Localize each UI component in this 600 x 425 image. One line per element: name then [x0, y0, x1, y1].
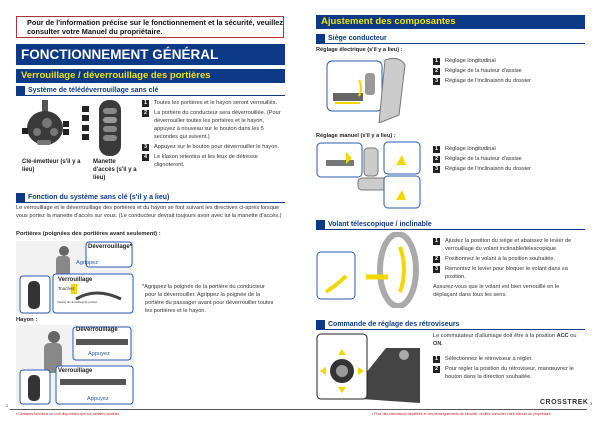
- doors-touch-label: Touchez: [58, 286, 75, 291]
- list-item: Pour régler la position du rétroviseur, …: [445, 366, 574, 380]
- hatch-press-label: Appuyez: [88, 351, 110, 357]
- steering-wheel-list: 1 Ajustez la position du siège et abaisse…: [433, 237, 585, 283]
- list-item: Réglage longitudinal: [445, 146, 496, 152]
- hatch-illustration: [16, 325, 134, 405]
- section-title-locking: Verrouillage / déverrouillage des portiè…: [16, 69, 285, 83]
- hatch-unlock-label: Déverrouillage: [76, 327, 118, 333]
- list-item: Positionnez le volant à la position souh…: [445, 256, 556, 262]
- access-fob-illustration: [82, 98, 127, 158]
- keyless-paragraph: Le verrouillage et le déverrouillage des…: [16, 205, 282, 219]
- mirror-intro-text: Le commutateur d'allumage doit être à la…: [433, 333, 556, 339]
- subheading-driver-seat: Siège conducteur: [316, 34, 585, 44]
- steering-wheel-illustration: [316, 232, 422, 308]
- list-item: Réglage de l'inclinaison du dossier: [445, 78, 531, 84]
- subheading-steering-wheel: Volant télescopique / inclinable: [316, 220, 585, 230]
- on-label: ON: [433, 341, 442, 347]
- step-number-1: 1: [142, 100, 149, 107]
- footer-divider-left: [10, 409, 300, 410]
- mirror-control-illustration: [316, 333, 422, 403]
- or-label: ou: [570, 333, 577, 339]
- disclaimer-right: • Pour des instructions détaillées et de…: [372, 412, 552, 416]
- acc-label: ACC: [556, 333, 569, 339]
- list-item: Ajustez la position du siège et abaissez…: [445, 238, 572, 252]
- list-item: Le klaxon retentira et les feux de détre…: [154, 154, 258, 168]
- disclaimer-left: • Certaines fonctions ne sont disponible…: [16, 412, 121, 416]
- key-fob-illustration: [22, 100, 72, 155]
- access-fob-label: Manette d'accès (s'il y a lieu): [93, 159, 137, 181]
- manual-seat-heading: Réglage manuel (s'il y a lieu) :: [316, 133, 396, 139]
- doors-unlock-label: Déverrouillage*: [88, 244, 133, 250]
- list-item: Appuyez sur le bouton pour déverrouiller…: [154, 144, 280, 150]
- subheading-mirror-control: Commande de réglage des rétroviseurs: [316, 320, 585, 330]
- step-number-1: 1: [433, 146, 440, 153]
- page-number-left: 2: [6, 403, 9, 408]
- page-number-right: 3: [590, 401, 593, 406]
- power-seat-illustration: [325, 55, 413, 123]
- mirror-list: 1 Sélectionnez le rétroviseur à régler. 2…: [433, 355, 583, 383]
- step-number-2: 2: [433, 256, 440, 263]
- hatch-lock-label: Verrouillage: [58, 368, 93, 374]
- step-number-1: 1: [433, 356, 440, 363]
- step-number-3: 3: [433, 266, 440, 273]
- doors-heading: Portières (poignées des portières avant …: [16, 231, 161, 237]
- list-item: Réglage longitudinal: [445, 58, 496, 64]
- remote-instructions-list: 1 Toutes les portières et le hayon seront…: [142, 99, 285, 171]
- owner-manual-notice: Pour de l'information précise sur le fon…: [16, 16, 284, 38]
- page-title: FONCTIONNEMENT GÉNÉRAL: [16, 44, 285, 65]
- key-transmitter-label: Clé-émetteur (s'il y a lieu): [22, 159, 81, 173]
- doors-grip-label: Agrippez: [76, 260, 99, 266]
- mirror-intro: Le commutateur d'allumage doit être à la…: [433, 333, 577, 347]
- list-item: Réglage de l'inclinaison du dossier: [445, 166, 531, 172]
- power-seat-list: 1 Réglage longitudinal 2 Réglage de la hau…: [433, 57, 583, 87]
- step-number-2: 2: [433, 366, 440, 373]
- list-item: Sélectionnez le rétroviseur à régler.: [445, 356, 533, 362]
- step-number-2: 2: [142, 110, 149, 117]
- power-seat-heading: Réglage électrique (s'il y a lieu) :: [316, 47, 403, 53]
- manual-seat-illustration: [316, 140, 422, 209]
- step-number-2: 2: [433, 156, 440, 163]
- step-number-3: 3: [433, 78, 440, 85]
- step-number-2: 2: [433, 68, 440, 75]
- manual-seat-list: 1 Réglage longitudinal 2 Réglage de la hau…: [433, 145, 583, 175]
- step-number-1: 1: [433, 238, 440, 245]
- list-item: Réglage de la hauteur d'assise: [445, 156, 522, 162]
- list-item: Toutes les portières et le hayon seront …: [154, 100, 278, 106]
- doors-footnote: *Agrippez la poignée de la portière du c…: [142, 284, 274, 314]
- hatch-heading: Hayon :: [16, 317, 38, 323]
- hatch-press2-label: Appuyez: [87, 396, 109, 402]
- footer-divider-right: [300, 409, 587, 410]
- doors-lock-label: Verrouillage: [58, 277, 93, 283]
- list-item: Remontez le levier pour bloquer le volan…: [445, 266, 568, 280]
- step-number-4: 4: [142, 154, 149, 161]
- step-number-3: 3: [142, 144, 149, 151]
- section-title-adjustments: Ajustement des composantes: [316, 15, 585, 29]
- subheading-keyless-function: Fonction du système sans clé (s'il y a l…: [16, 193, 285, 203]
- step-number-3: 3: [433, 166, 440, 173]
- door-handle-illustration: [16, 241, 134, 314]
- list-item: Réglage de la hauteur d'assise: [445, 68, 522, 74]
- list-item: La portière du conducteur sera déverroui…: [154, 110, 281, 140]
- door-sensor-label: Capteur de verrouillage de portière: [57, 301, 98, 304]
- brand-logo: CROSSTREK: [540, 399, 589, 406]
- step-number-1: 1: [433, 58, 440, 65]
- steering-wheel-note: Assurez-vous que le volant est bien verr…: [433, 284, 560, 298]
- subheading-keyless-remote: Système de télédéverrouillage sans clé: [16, 86, 285, 96]
